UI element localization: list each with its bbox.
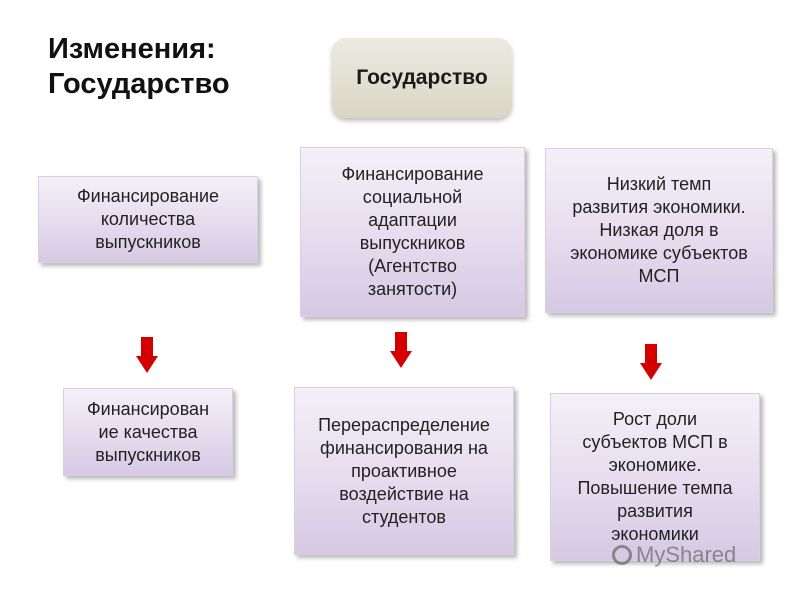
box-line: Низкая доля в: [599, 220, 719, 240]
box-line: выпускников: [95, 232, 201, 252]
box-sme-growth: Рост доли субъектов МСП в экономике. Пов…: [550, 393, 760, 561]
box-line: Финансирование: [76, 186, 220, 206]
box-line: занятости): [367, 279, 458, 299]
box-line: экономике.: [608, 455, 702, 475]
box-line: субъектов МСП в: [582, 432, 728, 452]
heading-line-2: Государство: [48, 68, 230, 100]
down-arrow-icon: [390, 332, 412, 370]
box-line: Повышение темпа: [577, 478, 733, 498]
box-line: выпускников: [359, 233, 466, 253]
box-line: Финансирование: [341, 164, 484, 184]
box-line: (Агентство: [368, 256, 457, 276]
box-line: воздействие на: [339, 483, 469, 504]
box-line: Финансирован: [86, 398, 210, 419]
top-node-label: Государство: [356, 66, 488, 89]
box-low-growth: Низкий темп развития экономики. Низкая д…: [545, 148, 773, 313]
watermark: MyShared: [612, 542, 736, 568]
box-line: Перераспределение: [318, 414, 490, 435]
box-redistribution: Перераспределение финансирования на проа…: [294, 387, 514, 555]
box-line: развития: [617, 501, 693, 521]
down-arrow-icon: [640, 344, 662, 382]
down-arrow-icon: [136, 337, 158, 375]
box-funding-quality: Финансирован ие качества выпускников: [63, 388, 233, 476]
box-line: Низкий темп: [606, 174, 712, 194]
top-node-state: Государство: [332, 38, 512, 118]
box-funding-quantity: Финансирование количества выпускников: [38, 176, 258, 263]
box-line: развития экономики.: [572, 197, 746, 217]
myshared-logo-icon: [612, 545, 632, 565]
heading-line-1: Изменения:: [48, 33, 216, 65]
box-line: экономике субъектов: [570, 243, 748, 263]
box-line: выпускников: [95, 444, 201, 465]
watermark-text: MyShared: [636, 542, 737, 567]
box-line: МСП: [638, 266, 680, 286]
box-line: студентов: [362, 506, 446, 527]
box-line: Рост доли: [612, 409, 698, 429]
slide-heading: Изменения: Государство: [48, 32, 230, 102]
box-line: проактивное: [351, 460, 457, 481]
box-social-adaptation: Финансирование социальной адаптации выпу…: [300, 147, 525, 317]
box-line: экономики: [611, 524, 699, 544]
box-line: ие качества: [98, 421, 198, 442]
box-line: количества: [100, 209, 196, 229]
box-line: адаптации: [368, 210, 457, 230]
box-line: социальной: [362, 187, 463, 207]
box-line: финансирования на: [320, 437, 488, 458]
